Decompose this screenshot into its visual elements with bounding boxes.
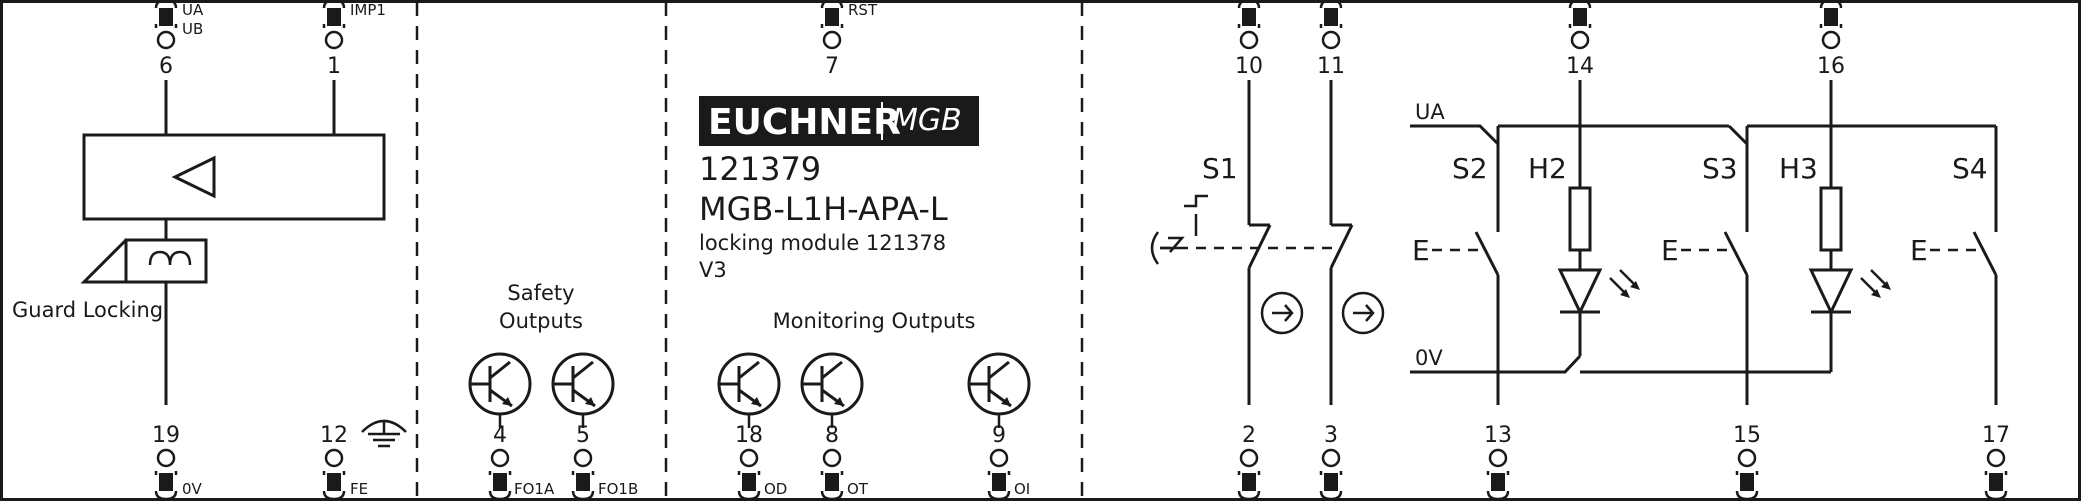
terminal-number: 4 <box>493 423 507 448</box>
s2-e-label: E <box>1412 234 1430 267</box>
product-description: locking module 121378 <box>699 231 946 255</box>
s3-label: S3 <box>1702 152 1738 185</box>
terminal-number: 14 <box>1566 54 1594 79</box>
top-terminal-10: 10 <box>1235 0 1263 79</box>
terminal-label-imp1: IMP1 <box>350 1 386 19</box>
terminal-label-0v: 0V <box>182 480 203 498</box>
terminal-label-rst: RST <box>848 1 878 19</box>
indicator-circuit-block: UA 0V S2 E H2 S3 E <box>1410 80 1998 405</box>
top-terminal-14: 14 <box>1566 0 1594 79</box>
terminal-label-oi: OI <box>1014 480 1030 498</box>
terminal-number: 6 <box>159 54 173 79</box>
terminal-label-ua: UA <box>182 1 204 19</box>
safety-label-line1: Safety <box>507 281 574 305</box>
bottom-terminal-2: 2 <box>1237 423 1261 501</box>
bottom-terminal-12: 12 FE <box>320 423 368 501</box>
bottom-terminal-15: 15 <box>1733 423 1761 501</box>
product-number: 121379 <box>699 150 821 188</box>
terminal-label-fo1b: FO1B <box>598 480 638 498</box>
bottom-terminal-9: 9 OI <box>987 423 1030 501</box>
terminal-number: 3 <box>1324 423 1338 448</box>
product-version: V3 <box>699 258 727 282</box>
terminal-label-ub: UB <box>182 20 203 38</box>
terminal-number: 8 <box>825 423 839 448</box>
terminal-number: 16 <box>1817 54 1845 79</box>
solenoid-coil-box <box>124 238 208 284</box>
transistor-fo1b-icon <box>551 352 615 416</box>
terminal-number: 17 <box>1982 423 2010 448</box>
control-unit-box <box>82 133 386 221</box>
amplifier-triangle-icon <box>171 155 216 199</box>
product-model: MGB-L1H-APA-L <box>699 190 948 228</box>
door-icon <box>1184 194 1208 208</box>
s4-label: S4 <box>1952 152 1988 185</box>
monitoring-label: Monitoring Outputs <box>773 309 976 333</box>
bottom-terminal-17: 17 <box>1982 423 2010 501</box>
ua-rail-label: UA <box>1415 100 1445 124</box>
terminal-number: 10 <box>1235 54 1263 79</box>
monitoring-outputs-block: Monitoring Outputs <box>717 309 1031 428</box>
bottom-terminal-8: 8 OT <box>820 423 869 501</box>
terminal-number: 7 <box>825 54 839 79</box>
logo-sub-text: MGB <box>892 103 962 138</box>
h3-resistor <box>1819 186 1843 252</box>
h2-label: H2 <box>1528 152 1567 185</box>
bottom-terminal-5: 5 FO1B <box>571 423 638 501</box>
h3-label: H3 <box>1779 152 1818 185</box>
h2-resistor <box>1568 186 1592 252</box>
s1-label: S1 <box>1202 152 1238 185</box>
terminal-number: 5 <box>576 423 590 448</box>
guard-locking-label: Guard Locking <box>12 298 163 322</box>
functional-earth-icon <box>361 419 407 448</box>
h2-led-icon <box>1557 268 1603 316</box>
transistor-od-icon <box>717 352 781 416</box>
bottom-terminal-13: 13 <box>1484 423 1512 501</box>
terminal-number: 13 <box>1484 423 1512 448</box>
switch-s1-block: S1 <box>1150 80 1385 405</box>
coil-actuator-icon <box>80 238 128 284</box>
direction-arrow-icon <box>1341 291 1385 335</box>
transistor-fo1a-icon <box>468 352 532 416</box>
logo-text: EUCHNER <box>708 102 901 143</box>
top-terminal-7: RST 7 <box>820 0 878 79</box>
terminal-number: 2 <box>1242 423 1256 448</box>
transistor-oi-icon <box>967 352 1031 416</box>
product-logo: EUCHNER MGB <box>699 96 979 146</box>
h3-led-icon <box>1808 268 1854 316</box>
bottom-terminal-3: 3 <box>1319 423 1343 501</box>
transistor-ot-icon <box>800 352 864 416</box>
s2-label: S2 <box>1452 152 1488 185</box>
bottom-terminal-4: 4 FO1A <box>488 423 555 501</box>
s4-e-label: E <box>1910 234 1928 267</box>
terminal-number: 9 <box>992 423 1006 448</box>
safety-label-line2: Outputs <box>499 309 583 333</box>
s3-e-label: E <box>1661 234 1679 267</box>
bottom-terminal-18: 18 OD <box>735 423 787 501</box>
terminal-label-ot: OT <box>847 480 869 498</box>
bottom-terminal-19: 19 0V <box>152 423 203 501</box>
ov-rail-label: 0V <box>1415 346 1443 370</box>
direction-arrow-icon <box>1260 291 1304 335</box>
top-terminal-1: IMP1 1 <box>322 0 386 79</box>
actuator-icon <box>1150 231 1160 265</box>
coil-icon <box>148 250 192 266</box>
terminal-label-od: OD <box>764 480 787 498</box>
top-terminal-16: 16 <box>1817 0 1845 79</box>
terminal-label-fe: FE <box>350 480 368 498</box>
terminal-number: 15 <box>1733 423 1761 448</box>
terminal-number: 12 <box>320 423 348 448</box>
terminal-number: 11 <box>1317 54 1345 79</box>
top-terminal-11: 11 <box>1317 0 1345 79</box>
terminal-number: 1 <box>327 54 341 79</box>
terminal-label-fo1a: FO1A <box>514 480 555 498</box>
top-terminal-6: UA UB 6 <box>154 0 204 79</box>
guard-locking-block: Guard Locking <box>12 80 386 405</box>
safety-outputs-block: Safety Outputs <box>468 281 615 428</box>
terminal-number: 19 <box>152 423 180 448</box>
